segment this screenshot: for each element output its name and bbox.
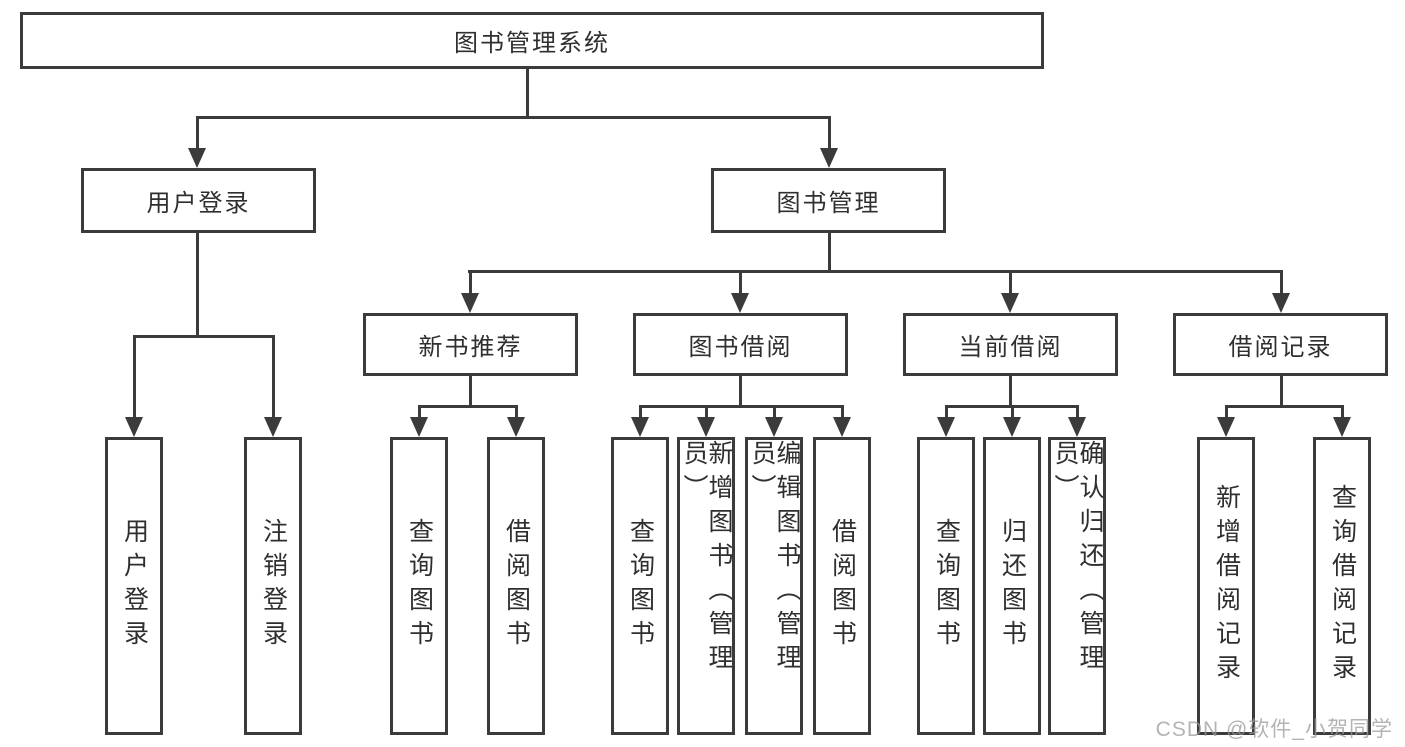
connector-drop-new-book [469,270,472,293]
connector-drop [841,405,844,417]
node-book-management: 图书管理 [711,168,946,233]
connector-borrow-records-trunk [1280,376,1283,407]
connector-drop-borrow-records [1280,270,1283,293]
connector-user-login-branch [133,335,274,338]
connector-drop [1225,405,1228,417]
arrow-down-icon [507,417,525,437]
arrow-down-icon [697,417,715,437]
arrow-down-icon [1217,417,1235,437]
arrow-down-icon [188,148,206,168]
connector-drop-user-login [196,116,199,148]
arrow-down-icon [461,293,479,313]
connector-drop [418,405,421,417]
node-return-books: 归还图书 [983,437,1041,735]
connector-drop-current-borrowing [1009,270,1012,293]
arrow-down-icon [631,417,649,437]
node-query-books: 查询图书 [611,437,669,735]
arrow-down-icon [1333,417,1351,437]
connector-drop [1341,405,1344,417]
arrow-down-icon [1001,293,1019,313]
node-borrow-books: 借阅图书 [813,437,871,735]
arrow-down-icon [820,148,838,168]
connector-drop-book-borrowing [739,270,742,293]
node-library-management-system: 图书管理系统 [20,12,1044,69]
connector-drop [639,405,642,417]
connector-drop-book-management [828,116,831,148]
connector-drop [773,405,776,417]
connector-user-login-trunk [196,233,199,337]
connector-drop-logout [272,335,275,417]
connector-book-management-trunk [828,233,831,272]
connector-root-trunk [526,69,529,118]
connector-book-management-branch [468,270,1282,273]
node-edit-books-admin: 编辑图书（管理员） [745,437,803,735]
node-logout: 注销登录 [244,437,302,735]
connector-root-branch [196,116,831,119]
connector-current-borrowing-trunk [1009,376,1012,407]
arrow-down-icon [765,417,783,437]
connector-new-book-branch [418,405,518,408]
connector-new-book-trunk [469,376,472,407]
connector-drop [1011,405,1014,417]
arrow-down-icon [264,417,282,437]
connector-drop [705,405,708,417]
arrow-down-icon [731,293,749,313]
connector-drop-login-action [133,335,136,417]
node-user-login: 用户登录 [81,168,316,233]
node-new-book-recommendation: 新书推荐 [363,313,578,376]
node-query-borrow-record: 查询借阅记录 [1313,437,1371,735]
node-current-borrowing: 当前借阅 [903,313,1118,376]
node-borrow-books: 借阅图书 [487,437,545,735]
connector-borrow-records-branch [1225,405,1343,408]
csdn-watermark: CSDN @软件_小贺同学 [1155,718,1393,741]
connector-drop [515,405,518,417]
connector-book-borrowing-trunk [739,376,742,407]
arrow-down-icon [1272,293,1290,313]
node-user-login-action: 用户登录 [105,437,163,735]
node-query-books: 查询图书 [917,437,975,735]
arrow-down-icon [1068,417,1086,437]
node-add-borrow-record: 新增借阅记录 [1197,437,1255,735]
node-confirm-return-admin: 确认归还（管理员） [1048,437,1106,735]
connector-book-borrowing-branch [639,405,844,408]
node-query-books: 查询图书 [390,437,448,735]
arrow-down-icon [125,417,143,437]
connector-drop [945,405,948,417]
node-borrowing-records: 借阅记录 [1173,313,1388,376]
arrow-down-icon [1003,417,1021,437]
node-book-borrowing: 图书借阅 [633,313,848,376]
arrow-down-icon [833,417,851,437]
node-add-books-admin: 新增图书（管理员） [677,437,735,735]
arrow-down-icon [937,417,955,437]
arrow-down-icon [410,417,428,437]
connector-drop [1076,405,1079,417]
